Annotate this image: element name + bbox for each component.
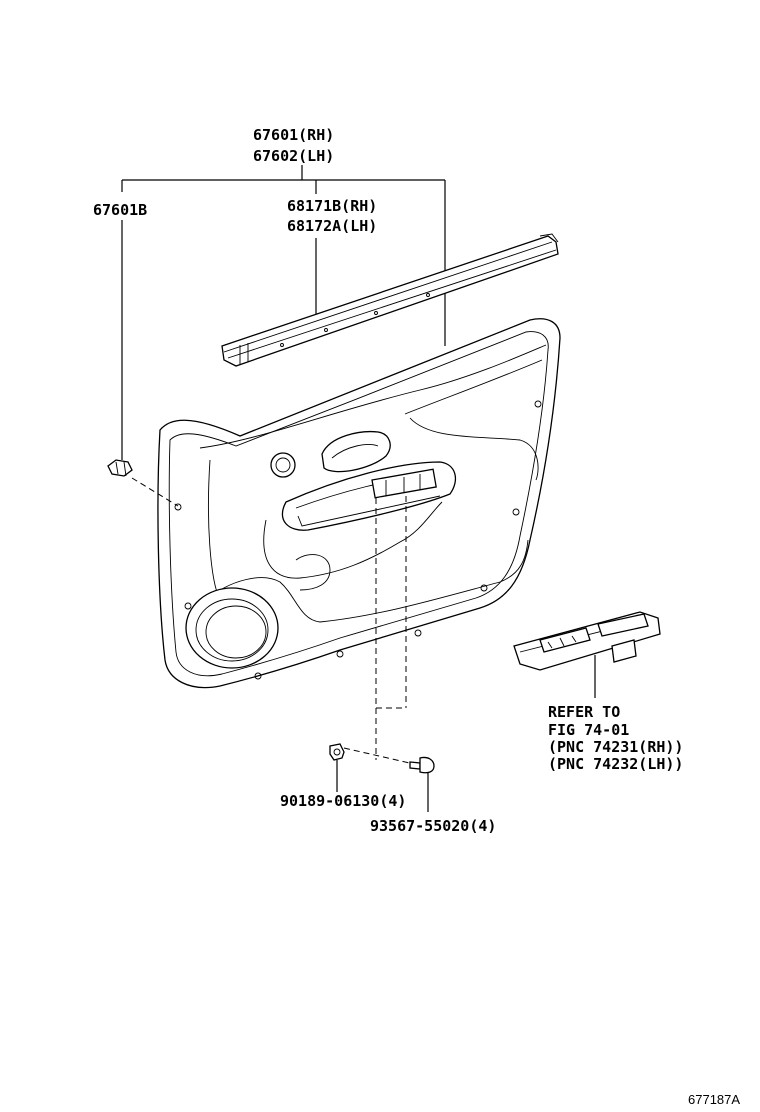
refer-line-1: REFER TO bbox=[548, 703, 620, 721]
power-window-switch-icon bbox=[513, 611, 661, 671]
clip-label: 67601B bbox=[93, 201, 147, 219]
weatherstrip-rh-label: 68171B(RH) bbox=[287, 197, 377, 215]
screw-dashed-leaders bbox=[343, 496, 415, 765]
weatherstrip-lh-label: 68172A(LH) bbox=[287, 217, 377, 235]
trim-clip-icon bbox=[107, 459, 133, 477]
panel-leader-bracket bbox=[121, 165, 446, 346]
refer-line-4: (PNC 74232(LH)) bbox=[548, 755, 683, 773]
panel-lh-label: 67602(LH) bbox=[253, 147, 334, 165]
nut-icon bbox=[329, 743, 345, 761]
refer-line-2: FIG 74-01 bbox=[548, 721, 629, 739]
nut-label: 90189-06130(4) bbox=[280, 792, 406, 810]
weatherstrip-icon bbox=[221, 233, 559, 367]
figure-id: 677187A bbox=[688, 1092, 740, 1107]
screw-label: 93567-55020(4) bbox=[370, 817, 496, 835]
refer-line-3: (PNC 74231(RH)) bbox=[548, 738, 683, 756]
clip-dashed-leader bbox=[131, 477, 179, 507]
door-trim-panel-icon bbox=[157, 318, 561, 689]
panel-rh-label: 67601(RH) bbox=[253, 126, 334, 144]
screw-icon bbox=[409, 756, 435, 774]
